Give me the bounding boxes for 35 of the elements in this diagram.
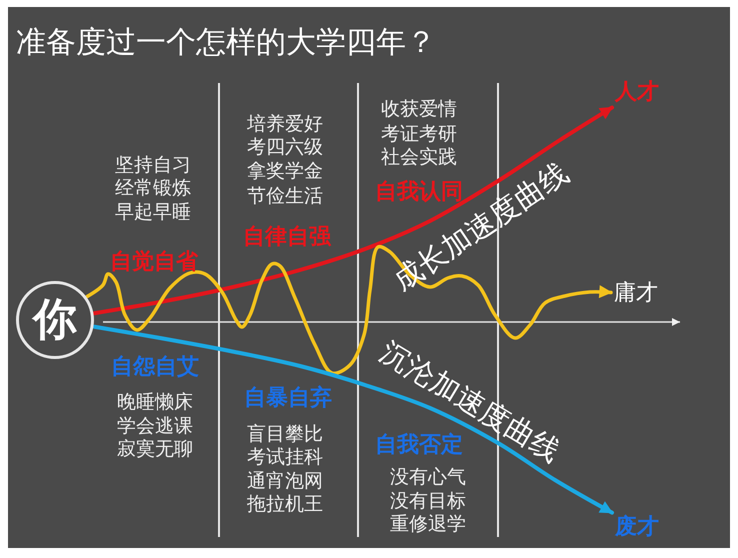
outcome-label: 庸才 [614,280,658,306]
activity-text: 学会逃课 [117,416,193,438]
activity-text: 通宵泡网 [247,471,323,493]
activity-text: 收获爱情 [381,99,457,121]
stage-heading: 自暴自弃 [244,385,332,411]
activity-text: 经常锻炼 [115,178,191,200]
stage-heading: 自律自强 [243,224,331,250]
activity-text: 考证考研 [381,124,457,146]
stage-heading: 自我认同 [375,179,463,205]
activity-text: 节俭生活 [247,186,323,208]
outcome-label: 废才 [615,514,659,540]
curve-arrow [92,324,614,515]
activity-text: 考试挂科 [247,447,323,469]
circle-node [16,281,94,359]
activity-text: 重修退学 [390,514,466,536]
title: 准备度过一个怎样的大学四年？ [16,26,436,60]
stage-heading: 自我否定 [375,432,463,458]
activity-text: 没有目标 [390,491,466,513]
activity-text: 培养爱好 [247,114,323,136]
activity-text: 坚持自习 [115,155,191,177]
node-text: 你 [33,298,77,342]
activity-text: 寂寞无聊 [117,439,193,461]
stage-heading: 自觉自省 [110,249,198,275]
activity-text: 考四六级 [247,137,323,159]
activity-text: 晚睡懒床 [117,392,193,414]
curve-arrow [86,244,613,376]
curve-arrow [92,106,614,316]
activity-text: 没有心气 [390,467,466,489]
activity-text: 盲目攀比 [247,424,323,446]
activity-text: 早起早睡 [115,202,191,224]
activity-text: 拖拉机王 [247,494,323,516]
stage-heading: 自怨自艾 [111,354,199,380]
activity-text: 拿奖学金 [247,161,323,183]
activity-text: 社会实践 [381,147,457,169]
outcome-label: 人才 [615,79,659,105]
